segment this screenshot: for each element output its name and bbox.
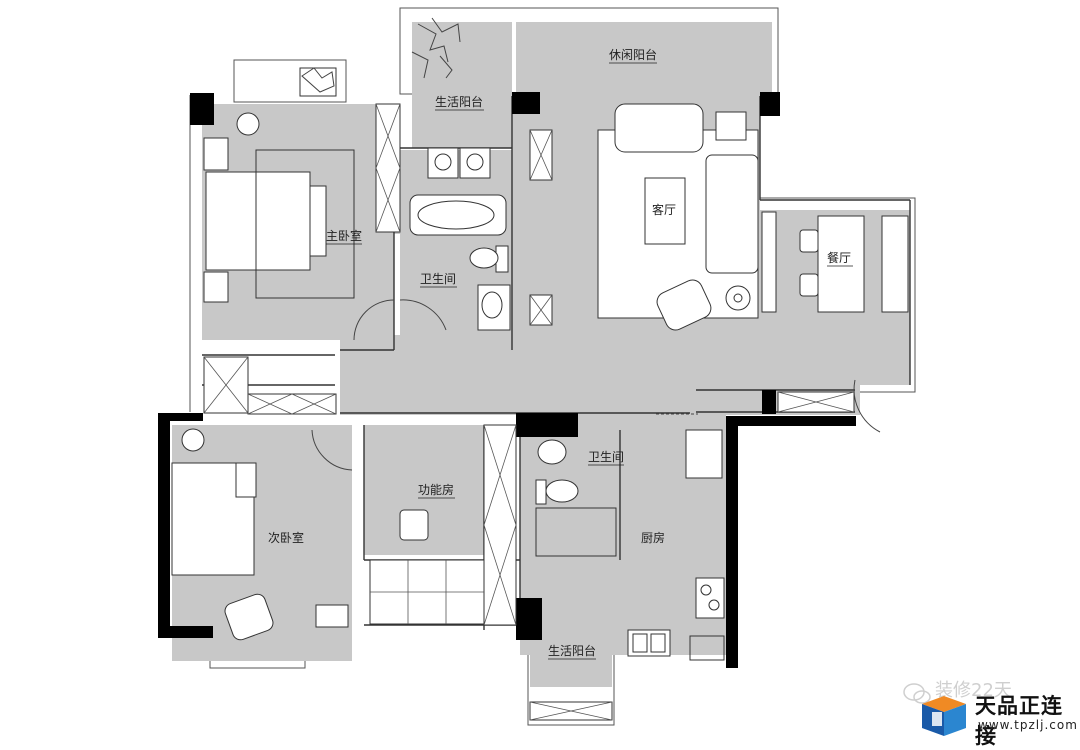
- cooktop: [695, 577, 725, 619]
- label-second-bedroom: 次卧室: [268, 530, 304, 545]
- label-living-room: 客厅: [652, 202, 676, 217]
- label-dining-room: 餐厅: [827, 250, 851, 265]
- wall-segment: [726, 416, 738, 668]
- dryer: [459, 147, 491, 179]
- label-service-balcony-top: 生活阳台: [435, 94, 483, 109]
- brand-logo-icon: [922, 696, 966, 736]
- brand-url: www.tpzlj.com: [978, 718, 1078, 732]
- label-function-room: 功能房: [418, 482, 454, 497]
- watermark-faint-text: 装修22天: [935, 680, 1012, 701]
- door-swings: [311, 299, 881, 471]
- service-balcony-bottom-floor: [530, 575, 612, 687]
- wall-column: [516, 413, 578, 437]
- service-balcony-top-floor: [412, 22, 512, 148]
- armchair-bottom: [656, 279, 712, 331]
- label-bathroom-top: 卫生间: [420, 272, 456, 286]
- wall-segment: [158, 413, 203, 421]
- label-leisure-balcony: 休闲阳台: [609, 47, 657, 62]
- desk-chair: [399, 509, 429, 541]
- fridge: [685, 429, 723, 479]
- wall-column: [190, 93, 214, 125]
- furniture: [171, 67, 909, 661]
- room-labels: 休闲阳台 生活阳台 主卧室 卫生间 客厅 餐厅 次卧室 功能房 卫生间 厨房 生…: [268, 47, 853, 660]
- armchair-top: [614, 103, 704, 153]
- label-service-balcony-bottom: 生活阳台: [548, 643, 596, 658]
- master-bed: [205, 171, 311, 271]
- coffee-table: [644, 177, 686, 245]
- wall-column: [762, 390, 776, 414]
- basin: [537, 439, 567, 465]
- sofa: [705, 154, 759, 274]
- label-kitchen: 厨房: [641, 530, 665, 545]
- desk: [315, 604, 349, 628]
- cabinet-x-marks: [203, 103, 855, 721]
- plant-pot: [181, 428, 205, 452]
- toilet: [469, 247, 499, 269]
- plant-decoration: [301, 17, 461, 93]
- shower-area: [535, 507, 617, 557]
- sideboard: [881, 215, 909, 313]
- lounge-chair: [224, 593, 274, 641]
- wall-column: [512, 92, 540, 114]
- wall-segment: [726, 416, 856, 426]
- label-master-bedroom: 主卧室: [326, 228, 362, 243]
- toilet-tank: [535, 479, 547, 505]
- wall-segment: [158, 413, 170, 638]
- dining-chair: [799, 229, 819, 253]
- toilet: [545, 479, 579, 503]
- wall-column: [760, 92, 780, 116]
- wechat-icon: [903, 683, 931, 704]
- wall-segment: [158, 626, 213, 638]
- label-bathroom-bottom: 卫生间: [588, 450, 624, 464]
- washer: [427, 147, 459, 179]
- wall-column: [516, 598, 542, 640]
- dining-chair: [799, 273, 819, 297]
- side-table: [715, 111, 747, 141]
- bed-rug: [255, 149, 355, 299]
- floor-lamp: [725, 285, 751, 311]
- structural-walls: [158, 92, 856, 668]
- plant-pot: [236, 112, 260, 136]
- nightstand: [203, 271, 229, 303]
- dining-table: [817, 215, 865, 313]
- nightstand: [203, 137, 229, 171]
